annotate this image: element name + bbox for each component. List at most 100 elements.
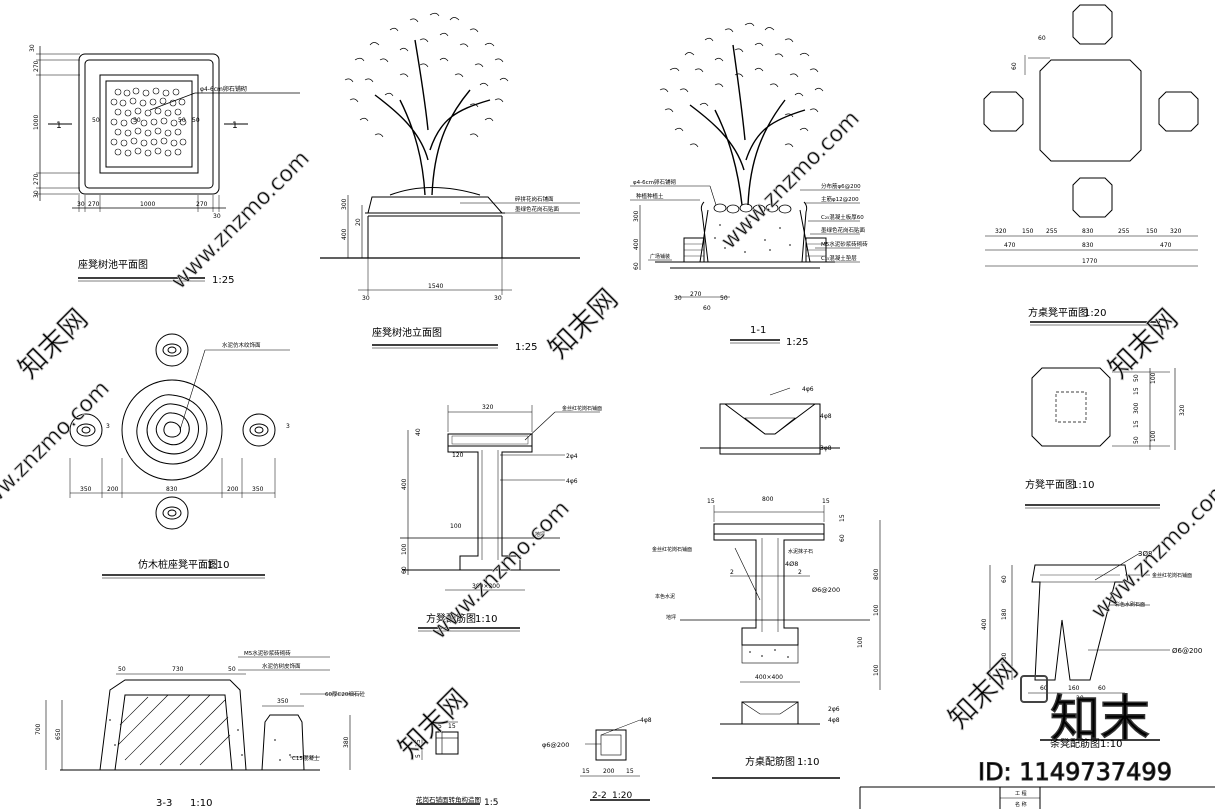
dim-text: 15 [1133, 387, 1140, 395]
stool-plan-title: 方凳平面图 [1025, 478, 1075, 491]
dim-text: 3 [106, 423, 110, 430]
dim-text: 700 [35, 723, 42, 735]
table-stool-plan-scale: 1:20 [1084, 308, 1106, 319]
dim-text: 5 [415, 754, 422, 758]
section-1-1-title: 1-1 [750, 325, 766, 336]
section-3-3 [45, 656, 360, 771]
section-3-3-title: 3-3 [156, 798, 172, 809]
dim-text: 350 [80, 486, 92, 493]
dim-text: 200 [227, 486, 239, 493]
note-text: C₁₅混凝土垫层 [821, 254, 857, 262]
note-text: 4Ø8 [785, 560, 798, 568]
dim-text: 100 [857, 636, 864, 648]
dim-text: 400×400 [755, 674, 783, 681]
note-text: Ø6@200 [812, 586, 840, 594]
note-text: 彩色水刷石面 [1115, 601, 1145, 608]
dim-text: 400 [633, 238, 640, 250]
dim-text: 60 [1098, 685, 1106, 692]
table-rebar-section [680, 387, 881, 779]
section-mark-right: 1 [232, 121, 238, 131]
note-text: 3φ8 [820, 445, 832, 452]
watermark-url: www.znzmo.com [0, 376, 115, 524]
bench-rebar-section [989, 552, 1170, 741]
dim-text: 730 [172, 666, 184, 673]
note-text: φ6@200 [542, 741, 569, 749]
dim-text: 320 [995, 228, 1007, 235]
note-text: M5水泥砂浆砖砌砖 [244, 649, 291, 657]
dim-text: 150 [1022, 228, 1034, 235]
stool-rebar-section [400, 405, 600, 632]
dim-text: 1770 [1082, 258, 1097, 265]
dim-text: 30 [674, 295, 682, 302]
table-stool-plan [983, 4, 1199, 326]
section-1-1-scale: 1:25 [786, 337, 808, 348]
note-text: Ø6@200 [1172, 647, 1202, 655]
tree-elevation-icon [344, 12, 509, 196]
dim-text: 60 [401, 566, 408, 574]
note-text: 水泥仿树皮饰面 [262, 662, 301, 670]
dim-text: 150 [1146, 228, 1158, 235]
dim-text: 50 [178, 117, 186, 124]
dim-text: 2 [730, 569, 734, 576]
dim-text: 3 [286, 423, 290, 430]
note-text: φ4-6cm卵石铺砌 [633, 178, 676, 186]
stump-plan-scale: 1:10 [207, 560, 229, 571]
watermark-logo: 知末网 [542, 282, 625, 365]
watermark-url: www.znzmo.com [167, 146, 315, 294]
note-text: 墨绿色花岗石贴面 [821, 226, 866, 234]
stone-corner-detail [416, 721, 480, 805]
note-text: 60厚C20细石砼 [325, 690, 365, 698]
dim-text: 200 [107, 486, 119, 493]
note-text: 地坪 [535, 531, 545, 538]
note-text: 4φ8 [640, 717, 652, 724]
watermark-url: www.znzmo.com [1087, 476, 1215, 624]
watermark-id: ID: 1149737499 [978, 758, 1172, 786]
stump-seats-plan [69, 333, 290, 579]
dim-text: 830 [1082, 228, 1094, 235]
dim-text: 800 [762, 496, 774, 503]
seat-pit-elevation [320, 12, 580, 349]
dim-text: 650 [55, 728, 62, 740]
dim-text: 160 [1068, 685, 1080, 692]
dim-text: 100 [1150, 372, 1157, 384]
dim-text: 255 [1118, 228, 1130, 235]
stool-rebar-title: 方凳配筋图 [426, 612, 476, 625]
note-text: 种植种植土 [636, 192, 664, 200]
dim-text: 40 [415, 428, 422, 436]
dim-text: 270 [690, 291, 702, 298]
dim-text: 50 [720, 295, 728, 302]
watermark-logo: 知末网 [1102, 302, 1185, 385]
stool-plan-scale: 1:10 [1072, 480, 1094, 491]
stool-rebar-scale: 1:10 [475, 614, 497, 625]
note-text: 本色水泥 [655, 593, 675, 600]
note-text: 水泥抹子石 [788, 548, 813, 555]
dim-text: 255 [1046, 228, 1058, 235]
dim-text: 160 [1001, 652, 1008, 664]
section-2-2 [580, 719, 650, 801]
note-text: 分布筋φ6@200 [821, 182, 861, 190]
dim-text: 50 [118, 666, 126, 673]
dim-text: 180 [1001, 608, 1008, 620]
dim-text: 270 [88, 201, 100, 208]
title-block [859, 786, 1215, 809]
watermark-brand: 知末 ID: 1149737499 [978, 675, 1172, 787]
seat-pit-plan-title: 座凳树池平面图 [78, 258, 148, 271]
dim-text: 1000 [33, 115, 40, 130]
dim-text: 1000 [140, 201, 155, 208]
dim-text: 350 [277, 698, 289, 705]
watermark-logo: 知末网 [942, 652, 1025, 735]
dim-text: 60 [1038, 35, 1046, 42]
note-text: 地坪 [666, 614, 676, 621]
dim-text: 200 [603, 768, 615, 775]
dim-text: 5 [438, 723, 442, 730]
dim-text: 350 [252, 486, 264, 493]
note-text: 2φ4 [566, 453, 578, 460]
note-text: 墨绿色花岗石贴面 [515, 205, 560, 213]
stool-plan [1025, 367, 1176, 509]
note-text: M5水泥砂浆砖砌砖 [821, 240, 868, 248]
dim-text: 30 [494, 295, 502, 302]
dim-text: 60 [839, 534, 846, 542]
table-stool-plan-title: 方桌凳平面图 [1028, 306, 1088, 319]
dim-text: 50 [133, 117, 141, 124]
bench-rebar-scale: 1:10 [1100, 739, 1122, 750]
